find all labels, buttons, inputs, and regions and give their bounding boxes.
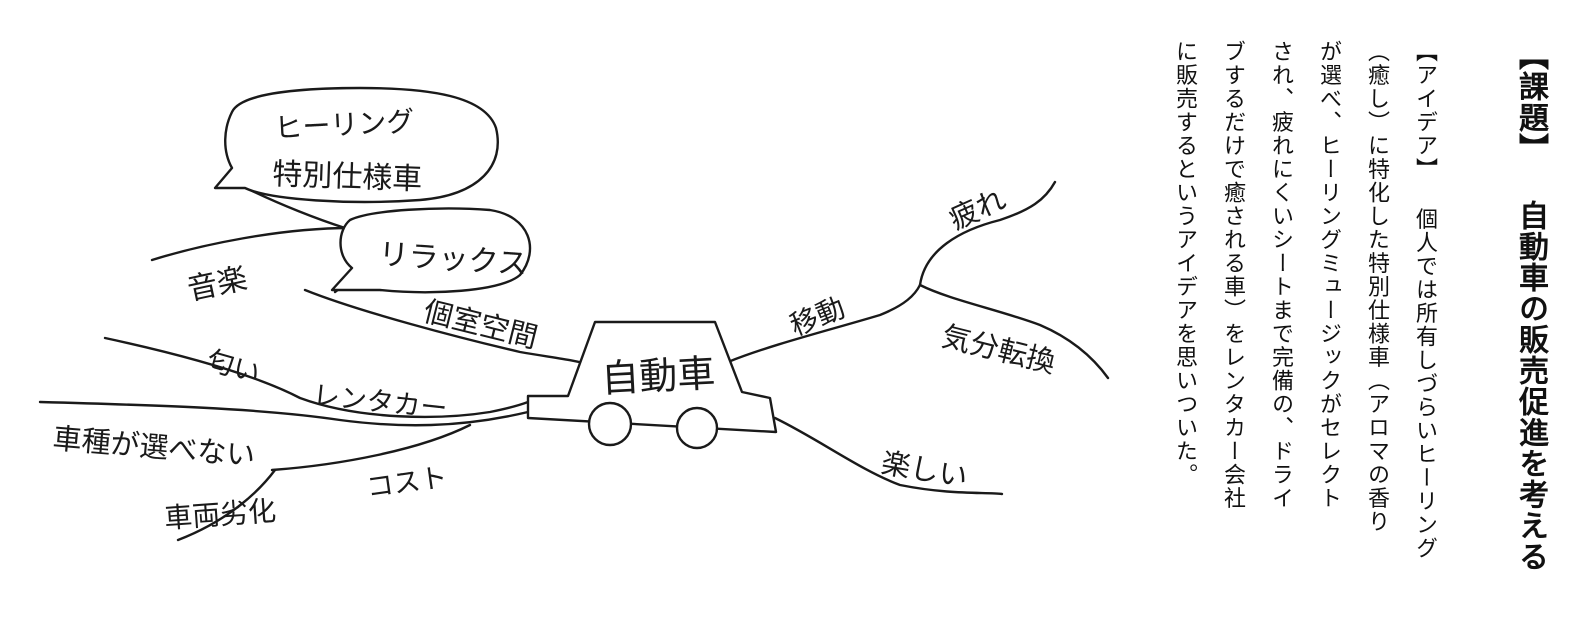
smell-label: 匂い — [203, 345, 263, 390]
idea-line-1: 【アイデア】 個人では所有しづらいヒーリング — [1412, 40, 1437, 560]
branch-cannot-choose — [38, 400, 530, 427]
idea-line-6: に販売するというアイデアを思いついた。 — [1172, 40, 1197, 487]
center-node-label: 自動車 — [600, 351, 716, 401]
healing-label-line-2: 特別仕様車 — [272, 157, 423, 197]
relax-bubble — [330, 207, 532, 294]
private-space-label: 個室空間 — [420, 294, 541, 355]
idea-line-5: ブするだけで癒される車）をレンタカー会社 — [1220, 40, 1245, 510]
branch-move — [726, 283, 922, 364]
cannot-choose-label: 車種が選べない — [51, 421, 256, 473]
mind-map: ヒーリング 特別仕様車 リラックス 音楽 個室空間 匂い レンタカー 車種が選べ… — [38, 86, 1110, 542]
task-title: 【課題】 自動車の販売促進を考える — [1513, 40, 1548, 572]
branch-tired — [918, 180, 1057, 287]
branch-aging — [176, 468, 277, 542]
car-rear-wheel — [675, 406, 719, 450]
aging-label: 車両劣化 — [163, 494, 277, 535]
branch-music — [150, 226, 352, 262]
branch-smell — [103, 336, 530, 419]
healing-bubble — [213, 86, 499, 204]
branch-cost — [270, 423, 472, 472]
branch-refresh — [918, 283, 1110, 380]
refresh-label: 気分転換 — [938, 319, 1059, 380]
branch-relax — [303, 288, 592, 367]
idea-line-3: が選べ、ヒーリングミュージックがセレクト — [1316, 40, 1341, 510]
car-front-wheel — [587, 401, 633, 447]
fun-label: 楽しい — [879, 445, 971, 494]
move-label: 移動 — [785, 291, 849, 343]
idea-line-2: （癒し）に特化した特別仕様車（アロマの香り — [1364, 40, 1389, 534]
branch-fun — [773, 416, 1004, 496]
music-label: 音楽 — [184, 261, 250, 308]
idea-line-4: され、疲れにくいシートまで完備の、ドライ — [1268, 40, 1293, 510]
healing-label-line-1: ヒーリング — [274, 105, 416, 145]
cost-label: コスト — [365, 462, 450, 504]
